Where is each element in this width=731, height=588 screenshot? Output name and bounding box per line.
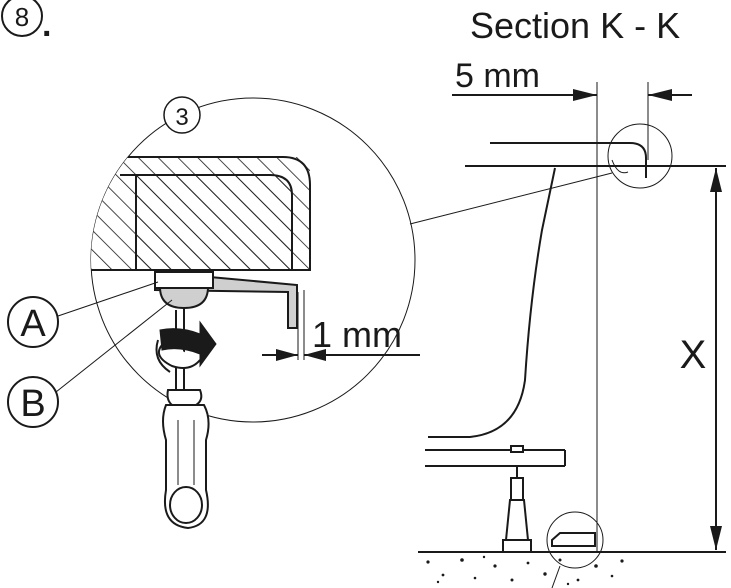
foot-nut-lower: [510, 477, 524, 501]
label-b-circle: [7, 376, 59, 428]
label-a-leader: [57, 281, 159, 317]
step-marker: 8 .: [1, 0, 51, 44]
arrowhead: [573, 89, 597, 101]
arrowhead: [710, 168, 722, 192]
dimension-x: X: [680, 168, 722, 550]
arrowhead: [304, 349, 326, 361]
screwdriver-handle: [162, 404, 210, 530]
dim-x-label: X: [680, 333, 707, 377]
dimension-1mm: 1 mm: [262, 290, 420, 361]
sink-edge: [629, 142, 647, 178]
screwdriver-handle-end: [169, 486, 203, 524]
detail-view: 3 1 mm: [7, 96, 420, 530]
bottom-leader: [551, 565, 561, 588]
foot-nut: [510, 445, 524, 453]
dimension-5mm: 5 mm: [452, 57, 692, 101]
bottom-bracket: [551, 532, 596, 547]
dim-5mm-label: 5 mm: [455, 57, 540, 95]
countertop-core: [135, 174, 293, 271]
floor-texture: [426, 555, 624, 586]
arrowhead: [276, 349, 298, 361]
detail-circle-small: [607, 123, 673, 189]
label-a-text: A: [20, 303, 46, 345]
dim-1mm-label: 1 mm: [312, 314, 402, 355]
leveling-foot: [502, 445, 532, 553]
label-b-text: B: [20, 383, 45, 425]
rotate-clockwise-icon: [155, 320, 217, 373]
clip-detail: [611, 159, 629, 174]
arrowhead: [710, 526, 722, 550]
screwdriver-collar: [166, 389, 203, 406]
cabinet-side: [428, 167, 556, 438]
detail-circle-bottom: [546, 511, 604, 569]
foot-body: [504, 499, 530, 541]
label-b-leader: [55, 299, 173, 393]
section-title: Section K - K: [470, 5, 680, 46]
arrowhead: [648, 89, 672, 101]
section-view: 5 mm: [409, 57, 726, 588]
screwdriver: [162, 308, 210, 530]
step-dot: .: [42, 6, 51, 44]
screw-head: [158, 286, 210, 310]
screw-plate: [154, 271, 214, 289]
detail-callout-number: 3: [175, 104, 188, 131]
step-number: 8: [15, 2, 29, 32]
label-b: B: [7, 299, 173, 428]
detail-callout-circle: [163, 96, 201, 134]
foot-base: [502, 539, 532, 553]
label-a-circle: [7, 296, 59, 348]
label-a: A: [7, 281, 159, 348]
detail-connector: [409, 172, 613, 225]
step-number-circle: [1, 0, 43, 37]
